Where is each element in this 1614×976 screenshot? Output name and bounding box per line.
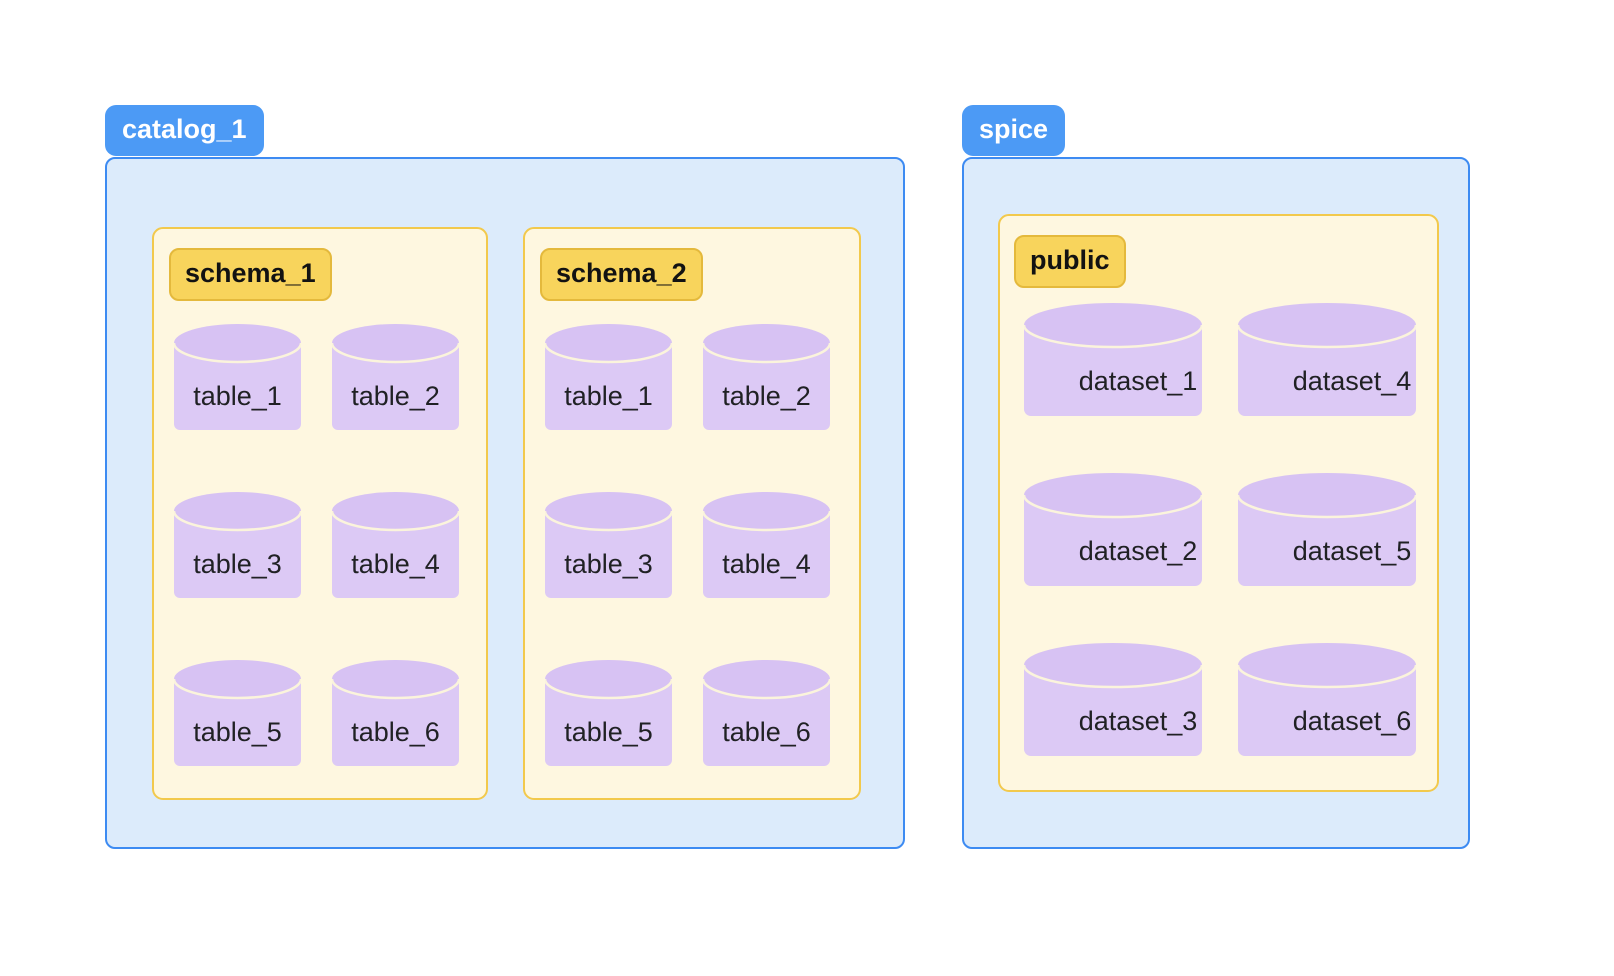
table-label: table_2 [722,381,811,411]
schema-badge-public[interactable]: public [1014,235,1126,288]
dataset-cylinder[interactable]: dataset_6 [1238,640,1416,766]
table-label: table_4 [722,549,811,579]
catalog-tab-catalog_1[interactable]: catalog_1 [105,105,264,156]
table-label: table_2 [351,381,440,411]
database-cylinder-icon [1238,303,1416,416]
table-cylinder[interactable]: table_1 [174,321,301,438]
table-cylinder[interactable]: table_4 [332,489,459,606]
dataset-cylinder[interactable]: dataset_3 [1024,640,1202,766]
catalog-tab-spice[interactable]: spice [962,105,1066,156]
dataset-cylinder[interactable]: dataset_1 [1024,300,1202,426]
table-cylinder[interactable]: table_4 [703,489,830,606]
catalog-container-spice[interactable]: public dataset_1 dataset_4 [962,157,1470,849]
table-cylinder[interactable]: table_6 [703,657,830,774]
schema-panel-schema_2[interactable]: schema_2 table_1 table_2 [523,227,861,800]
database-cylinder-icon [545,492,672,598]
database-cylinder-icon [703,324,830,430]
database-cylinder-icon [1238,643,1416,756]
dataset-label: dataset_3 [1078,706,1198,736]
dataset-label: dataset_5 [1292,536,1412,566]
database-cylinder-icon [1024,303,1202,416]
table-label: table_4 [351,549,440,579]
schema-panel-public[interactable]: public dataset_1 dataset_4 [998,214,1439,792]
dataset-cylinder[interactable]: dataset_2 [1024,470,1202,596]
database-cylinder-icon [174,324,301,430]
table-cylinder[interactable]: table_1 [545,321,672,438]
database-cylinder-icon [703,660,830,766]
table-label: table_1 [193,381,282,411]
table-cylinder[interactable]: table_5 [174,657,301,774]
table-label: table_6 [351,717,440,747]
database-cylinder-icon [332,660,459,766]
database-cylinder-icon [1238,473,1416,586]
catalog-container-catalog_1[interactable]: schema_1 table_1 table_2 [105,157,905,849]
dataset-label: dataset_6 [1292,706,1412,736]
schema-badge-schema_1[interactable]: schema_1 [169,248,332,301]
dataset-cylinder[interactable]: dataset_5 [1238,470,1416,596]
table-label: table_3 [564,549,653,579]
table-cylinder[interactable]: table_2 [703,321,830,438]
table-cylinder[interactable]: table_5 [545,657,672,774]
database-cylinder-icon [1024,643,1202,756]
database-cylinder-icon [545,324,672,430]
dataset-label: dataset_4 [1292,366,1412,396]
schema-panel-schema_1[interactable]: schema_1 table_1 table_2 [152,227,488,800]
dataset-cylinder[interactable]: dataset_4 [1238,300,1416,426]
database-cylinder-icon [332,324,459,430]
schema-badge-schema_2[interactable]: schema_2 [540,248,703,301]
database-cylinder-icon [174,660,301,766]
table-label: table_3 [193,549,282,579]
table-cylinder[interactable]: table_3 [174,489,301,606]
table-label: table_5 [564,717,653,747]
table-label: table_1 [564,381,653,411]
dataset-label: dataset_1 [1078,366,1198,396]
database-cylinder-icon [332,492,459,598]
table-label: table_6 [722,717,811,747]
table-label: table_5 [193,717,282,747]
database-cylinder-icon [174,492,301,598]
table-cylinder[interactable]: table_3 [545,489,672,606]
database-cylinder-icon [703,492,830,598]
table-cylinder[interactable]: table_6 [332,657,459,774]
table-cylinder[interactable]: table_2 [332,321,459,438]
database-cylinder-icon [1024,473,1202,586]
database-cylinder-icon [545,660,672,766]
dataset-label: dataset_2 [1078,536,1198,566]
